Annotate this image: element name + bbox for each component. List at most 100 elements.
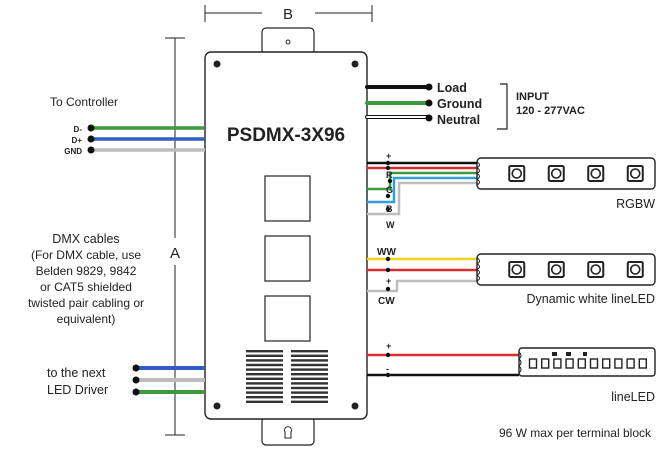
controller-title: To Controller (50, 95, 118, 109)
vent-slot (291, 354, 328, 357)
rgbw-w-wire (367, 181, 478, 216)
dynamic-white-name: Dynamic white lineLED (526, 292, 655, 306)
rgbw-r-label: R (386, 170, 393, 180)
dw-plus-label: + (386, 276, 391, 286)
dw-led-icon-lens (590, 264, 602, 275)
dmx-note-line: or CAT5 shielded (40, 280, 132, 294)
next-driver-line: LED Driver (47, 383, 108, 397)
lineled-name: lineLED (611, 390, 655, 404)
lineled-cell-icon (553, 358, 562, 369)
vent-slot (246, 391, 283, 394)
input-title: INPUT (516, 91, 549, 103)
connector-pad (518, 358, 522, 367)
lineled-cell-icon (541, 358, 550, 369)
dmx-note-line: (For DMX cable, use (31, 248, 141, 262)
ww-label: WW (377, 247, 396, 258)
rgbw-led-icon-lens (550, 168, 562, 179)
lineled-minus-label: - (386, 364, 389, 374)
lineled-plus-label: + (386, 341, 391, 351)
vent-slot (291, 350, 328, 353)
rgbw-plus-label: + (386, 151, 391, 161)
load-label: Load (437, 81, 467, 95)
indicator-window (264, 235, 311, 282)
vent-slot (291, 400, 328, 403)
rgbw-g-label: G (386, 185, 393, 195)
connector-pad (476, 269, 480, 276)
dmx-note-line: twisted pair cabling or (28, 296, 144, 310)
vent-slot (246, 363, 283, 367)
lineled-cell-icon (614, 358, 623, 369)
rgbw-led-icon-lens (629, 168, 641, 179)
dimension-a-label: A (170, 245, 180, 262)
rgbw-output: + R G B W RGBW (367, 151, 656, 230)
driver-enclosure: PSDMX-3X96 (204, 27, 368, 446)
dplus-label: D+ (72, 136, 83, 145)
vent-slot (291, 368, 328, 371)
dw-led-icon-lens (629, 264, 641, 275)
vent-slot (246, 396, 283, 399)
ground-label: Ground (437, 97, 482, 111)
vent-slot (246, 354, 283, 357)
connector-pad (476, 167, 480, 174)
rgbw-b-label: B (386, 204, 393, 214)
dw-led-icon-lens (550, 264, 562, 275)
cw-wire (367, 279, 478, 293)
dimension-b: B (204, 5, 373, 23)
gnd-label: GND (64, 147, 82, 156)
dmx-note-line: Belden 9829, 9842 (36, 264, 137, 278)
vent-slot (291, 373, 328, 376)
lineled-strip (518, 347, 656, 377)
vent-slot (291, 377, 328, 380)
rgbw-led-icon-lens (590, 168, 602, 179)
lineled-cell-icon (565, 358, 574, 369)
device-model: PSDMX-3X96 (227, 125, 345, 146)
lineled-cell-icon (528, 358, 538, 369)
lineled-output: + - lineLED (367, 341, 656, 404)
resistor-icon (566, 352, 571, 356)
resistor-icon (583, 352, 587, 356)
dmx-cable-note: DMX cables (For DMX cable, use Belden 98… (28, 232, 144, 326)
vent-grille (246, 350, 328, 403)
input-wiring: Load Ground Neutral INPUT 120 - 277VAC (365, 81, 585, 130)
next-driver-line: to the next (47, 366, 106, 380)
dimension-b-label: B (283, 6, 293, 23)
vent-slot (291, 382, 328, 385)
rgbw-g-wire (367, 171, 478, 191)
vent-slot (246, 400, 283, 403)
neutral-label: Neutral (437, 113, 480, 127)
dynamic-white-led-strip (476, 253, 656, 286)
rgbw-b-wire (367, 176, 478, 204)
vent-slot (246, 382, 283, 385)
indicator-window (264, 175, 311, 222)
indicator-window (264, 295, 311, 342)
vent-slot (291, 363, 328, 367)
connector-pad (476, 263, 480, 270)
rgbw-led-icon-lens (511, 168, 523, 179)
dmx-note-title: DMX cables (52, 232, 119, 246)
lineled-cell-icon (638, 358, 647, 369)
vent-slot (246, 350, 283, 353)
resistor-icon (552, 352, 557, 356)
controller-wiring: To Controller D- D+ GND (50, 95, 205, 156)
lineled-cell-icon (626, 358, 635, 369)
screw-icon (213, 60, 359, 410)
vent-slot (291, 391, 328, 394)
dmx-note-line: equivalent) (57, 312, 116, 326)
input-voltage: 120 - 277VAC (516, 105, 585, 117)
connector-pad (518, 351, 522, 360)
vent-slot (291, 386, 328, 390)
vent-slot (246, 386, 283, 390)
rgbw-name: RGBW (616, 197, 655, 211)
connector-pad (518, 365, 522, 374)
vent-slot (291, 359, 328, 362)
connector-pad (476, 173, 480, 180)
dw-led-icon-lens (511, 264, 523, 275)
connector-pad (476, 257, 480, 265)
lineled-cell-icon (589, 358, 599, 369)
rgbw-led-strip (476, 157, 656, 190)
next-driver-wiring: to the next LED Driver (47, 364, 205, 397)
vent-slot (291, 396, 328, 399)
connector-pad (476, 178, 480, 186)
vent-slot (246, 373, 283, 376)
